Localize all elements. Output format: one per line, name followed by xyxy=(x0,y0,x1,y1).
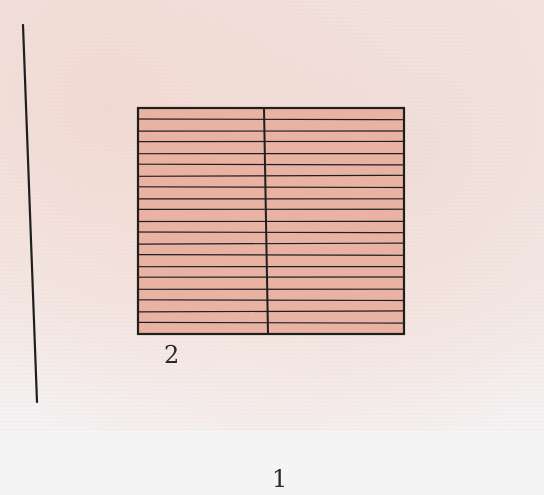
stripe-line xyxy=(137,254,405,256)
stripe-line xyxy=(137,186,405,189)
stripe-line xyxy=(137,118,405,121)
center-divider xyxy=(263,107,269,335)
stripe-line xyxy=(137,310,405,313)
label-large: 1 xyxy=(272,465,287,493)
vertical-axis-line xyxy=(21,23,39,404)
stripe-line xyxy=(137,163,405,166)
label-small: 2 xyxy=(164,341,179,369)
stripe-line xyxy=(137,321,405,324)
stripe-lines xyxy=(137,118,405,324)
stripe-line xyxy=(137,299,405,302)
stripe-line xyxy=(137,231,405,234)
stripe-line xyxy=(137,242,405,245)
stripe-line xyxy=(137,174,405,177)
